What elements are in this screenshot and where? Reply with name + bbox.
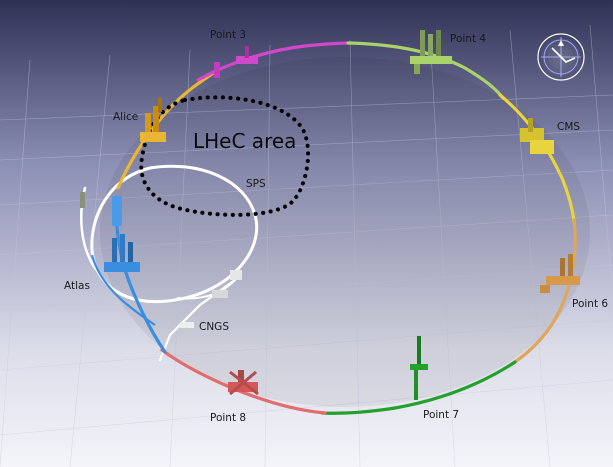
ring-shadow xyxy=(100,57,590,407)
label-point8: Point 8 xyxy=(210,412,246,424)
label-alice: Alice xyxy=(113,111,138,123)
label-point6: Point 6 xyxy=(572,298,608,310)
ring-segment-point7 xyxy=(320,360,517,415)
atlas-shafts xyxy=(104,196,140,272)
label-cngs: CNGS xyxy=(199,321,229,333)
label-cms: CMS xyxy=(557,121,580,133)
point6-shafts xyxy=(540,254,580,293)
gray-shaft xyxy=(80,192,85,208)
point4-shafts xyxy=(410,30,452,74)
label-atlas: Atlas xyxy=(64,280,90,292)
ring-segment-point8 xyxy=(160,348,327,415)
label-point4: Point 4 xyxy=(450,33,486,45)
ring-segment-point3 xyxy=(196,41,354,82)
lhec-area-outline xyxy=(139,95,311,217)
label-point3: Point 3 xyxy=(210,29,246,41)
point7-shafts xyxy=(410,336,428,400)
point3-shafts xyxy=(214,46,258,78)
label-sps: SPS xyxy=(246,178,266,190)
ring-segment-point6 xyxy=(510,218,577,366)
ring-segment-cms xyxy=(498,93,576,224)
label-point7: Point 7 xyxy=(423,409,459,421)
cngs-structure xyxy=(180,270,242,328)
atlas-side-line xyxy=(90,254,156,326)
point8-shafts xyxy=(228,370,259,396)
alice-shafts xyxy=(140,98,166,142)
cms-shafts xyxy=(520,118,554,154)
label-lhec-area: LHeC area xyxy=(193,129,296,153)
compass-icon xyxy=(537,33,585,81)
ring-segment-point4 xyxy=(346,41,505,100)
